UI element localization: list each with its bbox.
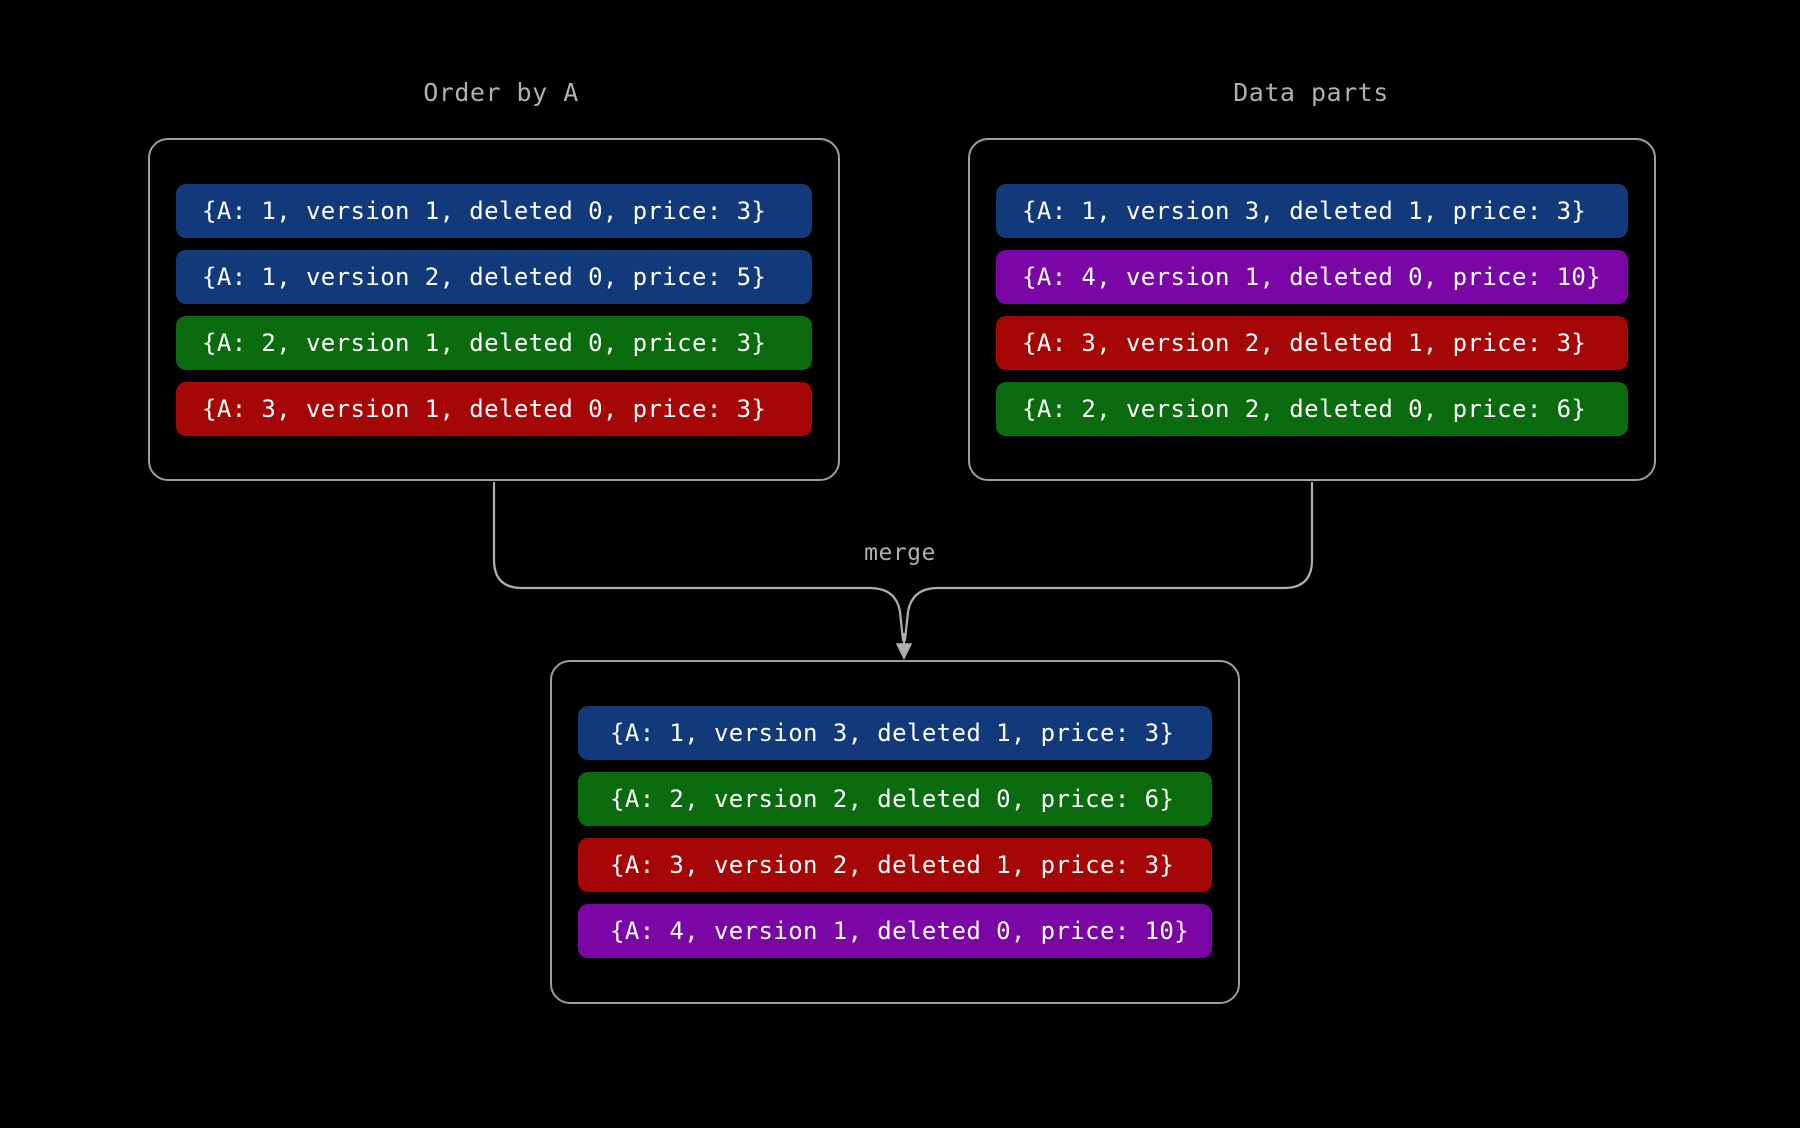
row-order-by-a-2[interactable]: {A: 2, version 1, deleted 0, price: 3} [176, 315, 812, 370]
row-order-by-a-1[interactable]: {A: 1, version 2, deleted 0, price: 5} [176, 249, 812, 304]
row-order-by-a-3[interactable]: {A: 3, version 1, deleted 0, price: 3} [176, 381, 812, 436]
row-merged-1[interactable]: {A: 2, version 2, deleted 0, price: 6} [578, 772, 1212, 826]
row-data-parts-1[interactable]: {A: 4, version 1, deleted 0, price: 10} [996, 249, 1628, 304]
row-data-parts-0[interactable]: {A: 1, version 3, deleted 1, price: 3} [996, 183, 1628, 238]
row-merged-0[interactable]: {A: 1, version 3, deleted 1, price: 3} [578, 706, 1212, 760]
row-data-parts-3[interactable]: {A: 2, version 2, deleted 0, price: 6} [996, 381, 1628, 436]
merge-label: merge [864, 540, 936, 566]
row-merged-2[interactable]: {A: 3, version 2, deleted 1, price: 3} [578, 838, 1212, 892]
row-order-by-a-0[interactable]: {A: 1, version 1, deleted 0, price: 3} [176, 183, 812, 238]
panel-order-by-a: {A: 1, version 1, deleted 0, price: 3} {… [148, 138, 840, 481]
row-merged-3[interactable]: {A: 4, version 1, deleted 0, price: 10} [578, 904, 1212, 958]
row-data-parts-2[interactable]: {A: 3, version 2, deleted 1, price: 3} [996, 315, 1628, 370]
panel-title-data-parts: Data parts [1233, 78, 1389, 107]
panel-data-parts: {A: 1, version 3, deleted 1, price: 3} {… [968, 138, 1656, 481]
panel-merged-result: {A: 1, version 3, deleted 1, price: 3} {… [550, 660, 1240, 1004]
panel-title-order-by-a: Order by A [423, 78, 579, 107]
